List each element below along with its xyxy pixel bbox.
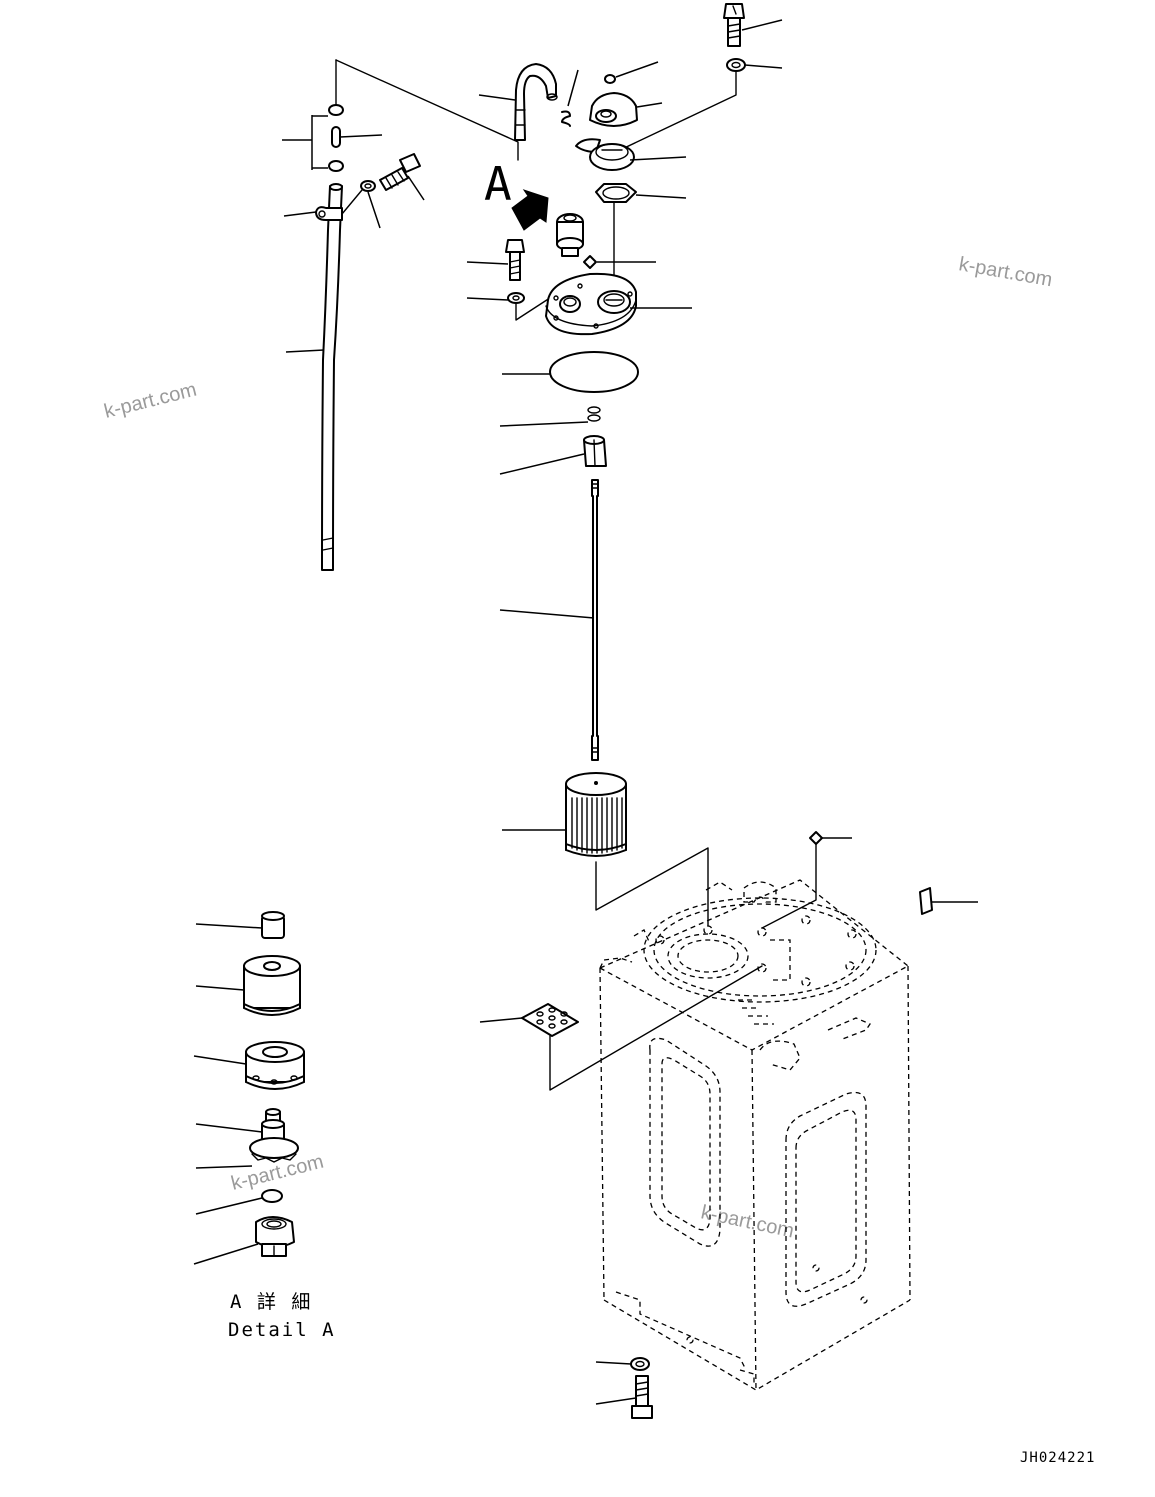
leader-cap-bolt bbox=[741, 19, 783, 31]
leader-mount-washer bbox=[466, 297, 509, 301]
detail-collar bbox=[245, 1041, 305, 1090]
clamp-washer bbox=[360, 180, 376, 192]
leader-gauge-tube bbox=[285, 349, 325, 353]
suction-valve-assy bbox=[556, 213, 584, 257]
detail-adapter bbox=[255, 1216, 295, 1257]
leader-breather-hose bbox=[478, 94, 516, 101]
leader-clamp-washer bbox=[367, 191, 381, 229]
rod-nut bbox=[583, 435, 607, 467]
view-label-a: A bbox=[484, 157, 512, 211]
leader-detail-stem bbox=[195, 1123, 263, 1133]
leader-detail-collar bbox=[193, 1055, 247, 1065]
clamp-axis bbox=[341, 189, 363, 215]
leader-mount-bolt bbox=[466, 261, 509, 265]
lock-washer-top bbox=[726, 58, 746, 72]
cap-bolt bbox=[723, 3, 745, 47]
detail-label-en: Detail A bbox=[228, 1319, 336, 1341]
leader-filler-neck bbox=[629, 156, 687, 161]
cover-gasket bbox=[549, 351, 639, 393]
view-arrow bbox=[511, 189, 549, 231]
leader-clamp-bolt bbox=[407, 175, 425, 201]
cover-plate bbox=[545, 272, 637, 336]
leader-detail-weight bbox=[195, 985, 245, 991]
mount-washer bbox=[507, 292, 525, 304]
watermark-1: k-part.com bbox=[957, 253, 1054, 291]
leader-detail-adapter bbox=[193, 1243, 259, 1265]
detail-label-jp: A 詳 細 bbox=[230, 1291, 312, 1313]
hydraulic-tank bbox=[599, 879, 911, 1391]
leader-tube-clamp bbox=[283, 211, 317, 217]
name-plate bbox=[919, 887, 933, 915]
clip-lower bbox=[328, 160, 344, 172]
perforated-plate bbox=[521, 1003, 579, 1037]
leader-rod-nut bbox=[499, 453, 585, 475]
gauge-tube bbox=[321, 183, 343, 571]
leader-perforated-plate bbox=[479, 1017, 523, 1023]
bolt-axis-line bbox=[619, 70, 737, 151]
mount-bolt bbox=[505, 239, 525, 281]
filler-cap bbox=[589, 92, 638, 127]
leader-small-oring bbox=[615, 61, 659, 78]
watermark-4: k-part.com bbox=[699, 1201, 796, 1242]
pin bbox=[331, 126, 341, 148]
clamp-bolt bbox=[379, 153, 421, 191]
leader-pin bbox=[339, 134, 383, 138]
leader-hose-spring bbox=[567, 69, 579, 107]
leader-detail-cap bbox=[195, 923, 263, 929]
filter-element bbox=[565, 772, 627, 857]
small-oring bbox=[604, 74, 616, 84]
bolt-to-plate-line bbox=[515, 293, 557, 321]
drain-washer bbox=[630, 1357, 650, 1371]
leader-drain-bolt bbox=[595, 1397, 637, 1405]
spring-small bbox=[587, 406, 601, 422]
watermark-2: k-part.com bbox=[102, 379, 199, 423]
leader-spring-small bbox=[499, 421, 589, 427]
leader-detail-oring bbox=[195, 1197, 263, 1215]
breather-hose bbox=[514, 63, 558, 141]
leader-filter-rod bbox=[499, 609, 595, 619]
leader-lock-washer bbox=[744, 64, 783, 69]
plate-guide-line bbox=[549, 965, 763, 1091]
clip-upper bbox=[328, 104, 344, 116]
drain-bolt bbox=[631, 1375, 653, 1419]
tank-plug-small bbox=[809, 831, 823, 845]
guide-diagonal-a bbox=[335, 59, 519, 161]
detail-valve-stem bbox=[249, 1108, 299, 1163]
leader-detail-seat bbox=[195, 1165, 253, 1169]
tube-clamp bbox=[315, 206, 343, 221]
hose-spring bbox=[561, 110, 571, 127]
leader-drain-washer bbox=[595, 1361, 632, 1365]
plug-guide-line bbox=[761, 843, 817, 929]
leader-neck-gasket bbox=[635, 194, 687, 199]
diamond-seal bbox=[583, 255, 597, 269]
detail-oring bbox=[261, 1189, 283, 1203]
detail-cap bbox=[261, 911, 285, 939]
filler-neck-flange bbox=[575, 138, 635, 171]
leader-filler-cap bbox=[636, 102, 663, 108]
neck-gasket bbox=[595, 183, 637, 203]
detail-weight bbox=[243, 955, 301, 1016]
drawing-number: JH024221 bbox=[1020, 1450, 1095, 1466]
filter-rod bbox=[591, 479, 599, 761]
filter-guide-line bbox=[595, 847, 709, 927]
